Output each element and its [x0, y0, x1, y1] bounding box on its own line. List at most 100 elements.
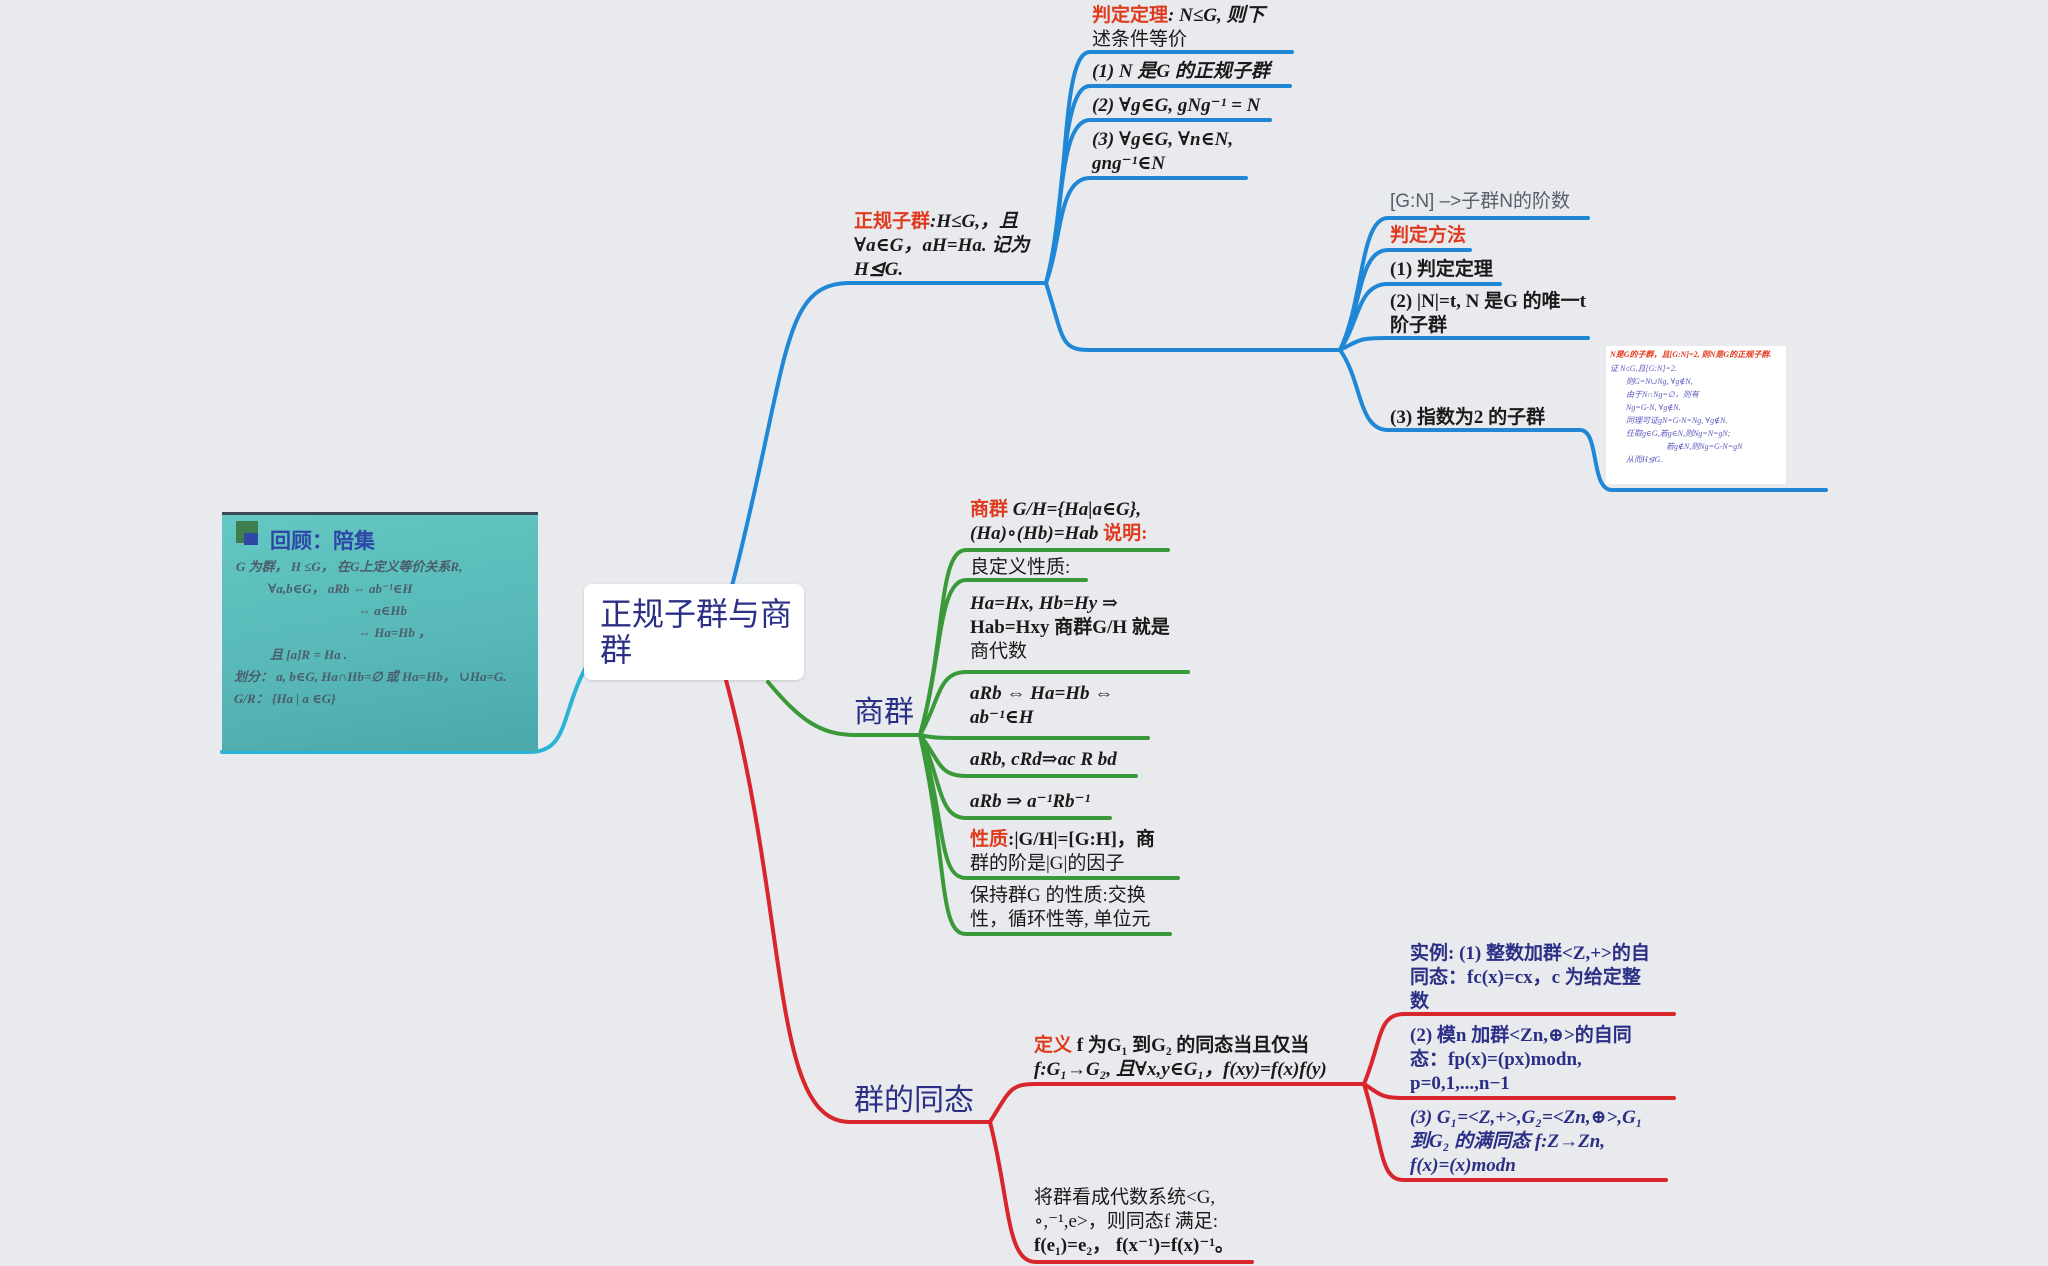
theorem-text-b: 述条件等价: [1092, 29, 1188, 50]
quotient-def-note: 说明:: [1103, 523, 1148, 544]
well-defined-detail[interactable]: Ha=Hx, Hb=Hy ⇒ Hab=Hxy 商群G/H 就是 商代数: [970, 592, 1170, 664]
connector-center-to-quotient: [766, 680, 922, 737]
ex3-a: (3) G₁=<Z,+>,G₂=<Zn,⊕>,G₁: [1410, 1107, 1643, 1128]
connector-method-2: [1338, 336, 1590, 352]
normal-subgroup-def-a: :H≤G,，且: [930, 211, 1019, 232]
relation-1-a: aRb ⇔ Ha=Hb ⇔: [970, 683, 1114, 704]
wd-line-a: Ha=Hx, Hb=Hy ⇒: [970, 593, 1118, 614]
connector-quotient-keep: [918, 733, 1172, 936]
method-label[interactable]: 判定方法: [1390, 225, 1467, 246]
homomorphism-example-1[interactable]: 实例: (1) 整数加群<Z,+>的自 同态：fc(x)=cx，c 为给定整 数: [1410, 942, 1650, 1014]
relation-3[interactable]: aRb ⇒ a⁻¹Rb⁻¹: [970, 791, 1091, 812]
quotient-def-label: 商群: [970, 499, 1009, 520]
method-1[interactable]: (1) 判定定理: [1390, 259, 1493, 280]
theorem-cond3-a: (3) ∀g∈G, ∀n∈N,: [1092, 129, 1234, 150]
homomorphism-def[interactable]: 定义 f 为G₁ 到G₂ 的同态当且仅当 f:G₁→G₂, 且∀x,y∈G₁，f…: [1034, 1034, 1327, 1082]
relation-2[interactable]: aRb, cRd⇒ac R bd: [970, 749, 1117, 770]
connector-quotient-wd2: [918, 670, 1190, 737]
ex3-b: 到G₂ 的满同态 f:Z→Zn,: [1410, 1131, 1606, 1152]
theorem-cond2[interactable]: (2) ∀g∈G, gNg⁻¹ = N: [1092, 95, 1261, 116]
photo-line: 划分： a, b∈G, Ha∩Hb=∅ 或 Ha=Hb， ∪Ha=G.: [234, 669, 507, 684]
preserve-a: 保持群G 的性质:交换: [970, 885, 1146, 906]
theorem-text-a: : N≤G, 则下: [1168, 5, 1265, 26]
homomorphism-def-label: 定义: [1034, 1035, 1073, 1056]
central-topic-label: 正规子群与商群: [600, 596, 793, 668]
theorem-cond3-b: gng⁻¹∈N: [1092, 153, 1166, 174]
quotient-def-b: (Ha)∘(Hb)=Hab: [970, 523, 1099, 544]
connector-center-to-photo: [220, 658, 592, 754]
quotient-property-b: 群的阶是|G|的因子: [970, 853, 1125, 874]
ex2-b: 态：fp(x)=(px)modn,: [1410, 1049, 1582, 1070]
alg-b: ∘,⁻¹,e>，则同态f 满足:: [1034, 1211, 1219, 1232]
homomorphism-def-b: f:G₁→G₂, 且∀x,y∈G₁，f(xy)=f(x)f(y): [1034, 1059, 1327, 1080]
thumb-line: 同理可证gN=G-N=Ng, ∀g∉N.: [1626, 416, 1728, 425]
quotient-property-label: 性质: [970, 829, 1009, 850]
wd-line-c: 商代数: [970, 641, 1028, 662]
theorem-cond1[interactable]: (1) N 是G 的正规子群: [1092, 61, 1270, 82]
connector-hom-ex2: [1362, 1082, 1676, 1100]
quotient-property[interactable]: 性质:|G/H|=[G:H]，商 群的阶是|G|的因子: [970, 828, 1155, 876]
connector-quotient-prop: [918, 733, 1180, 880]
connector-hom-ex1: [1362, 1012, 1676, 1086]
relation-1-b: ab⁻¹∈H: [970, 707, 1034, 728]
method-2[interactable]: (2) |N|=t, N 是G 的唯一t 阶子群: [1390, 290, 1586, 338]
thumb-title: N是G的子群，且[G:N]=2, 则N是G的正规子群.: [1610, 350, 1772, 359]
connector-center-to-homomorphism: [724, 678, 992, 1124]
connector-hom-def: [988, 1082, 1366, 1124]
quotient-group-node[interactable]: 商群: [854, 696, 914, 729]
photo-line: G 为群， H ≤G， 在G上定义等价关系R,: [236, 559, 463, 574]
connector-quotient-rel1: [918, 733, 1150, 740]
homomorphism-def-a: f 为G₁ 到G₂ 的同态当且仅当: [1072, 1035, 1310, 1056]
slide-bullet-icon-inner: [244, 533, 258, 545]
relation-1[interactable]: aRb ⇔ Ha=Hb ⇔ ab⁻¹∈H: [970, 682, 1113, 730]
central-topic[interactable]: 正规子群与商群: [584, 584, 804, 680]
connector-normal-to-method: [1044, 281, 1342, 352]
connector-quotient-wd: [918, 578, 1088, 737]
well-defined-label[interactable]: 良定义性质:: [970, 557, 1071, 578]
photo-line: ⇔ Ha=Hb ，: [358, 625, 432, 640]
homomorphism-example-3[interactable]: (3) G₁=<Z,+>,G₂=<Zn,⊕>,G₁ 到G₂ 的满同态 f:Z→Z…: [1410, 1106, 1642, 1178]
connector-quotient-rel3: [918, 733, 1112, 820]
alg-c: f(e₁)=e₂， f(x⁻¹)=f(x)⁻¹。: [1034, 1235, 1235, 1256]
homomorphism-example-2[interactable]: (2) 模n 加群<Zn,⊕>的自同 态：fp(x)=(px)modn, p=0…: [1410, 1024, 1632, 1096]
preserve-properties[interactable]: 保持群G 的性质:交换 性，循环性等, 单位元: [970, 884, 1151, 932]
preserve-b: 性，循环性等, 单位元: [970, 909, 1151, 930]
quotient-def[interactable]: 商群 G/H={Ha|a∈G}, (Ha)∘(Hb)=Hab 说明:: [970, 498, 1147, 546]
connector-theorem-cond3: [1044, 176, 1248, 285]
recap-coset-photo: 回顾：陪集 G 为群， H ≤G， 在G上定义等价关系R, ∀a,b∈G， aR…: [222, 512, 538, 751]
ex2-a: (2) 模n 加群<Zn,⊕>的自同: [1410, 1025, 1632, 1046]
photo-line: ∀a,b∈G， aRb ⇔ ab⁻¹∈H: [268, 581, 413, 596]
thumb-line: 若g∉N,则Ng=G-N=gN: [1666, 442, 1743, 451]
quotient-property-a: :|G/H|=[G:H]，商: [1008, 829, 1155, 850]
connector-center-to-normal-subgroup: [730, 281, 1048, 588]
theorem-label: 判定定理: [1092, 5, 1169, 26]
homomorphism-node[interactable]: 群的同态: [854, 1084, 974, 1117]
ex2-c: p=0,1,...,n−1: [1410, 1073, 1510, 1094]
connector-method-1: [1338, 282, 1502, 352]
index-note[interactable]: [G:N] –>子群N的阶数: [1390, 191, 1570, 212]
photo-line: 且 [a]R = Ha .: [270, 647, 348, 662]
thumb-line: 则G=N∪Ng, ∀g∉N,: [1626, 377, 1693, 386]
ex1-b: 同态：fc(x)=cx，c 为给定整: [1410, 967, 1641, 988]
photo-line: G/R： {Ha | a ∈G}: [234, 691, 336, 706]
connector-method-3: [1338, 348, 1828, 492]
normal-subgroup-def-b: ∀a∈G，aH=Ha. 记为: [854, 235, 1030, 256]
thumb-line: 由于N∩Ng=∅，则有: [1626, 390, 1699, 399]
alg-a: 将群看成代数系统<G,: [1034, 1187, 1216, 1208]
quotient-def-a: G/H={Ha|a∈G},: [1008, 499, 1142, 520]
normal-subgroup-node[interactable]: 正规子群:H≤G,，且 ∀a∈G，aH=Ha. 记为 H⊴G.: [854, 210, 1029, 282]
connector-hom-alg: [988, 1120, 1254, 1264]
thumb-line: Ng=G-N, ∀g∉N.: [1626, 403, 1681, 412]
thumb-line: 任取g∈G,若g∈N,则Ng=N=gN;: [1626, 429, 1731, 438]
method-3[interactable]: (3) 指数为2 的子群: [1390, 407, 1546, 428]
ex1-a: 实例: (1) 整数加群<Z,+>的自: [1410, 943, 1650, 964]
method-2-b: 阶子群: [1390, 315, 1448, 336]
theorem-node[interactable]: 判定定理: N≤G, 则下 述条件等价: [1092, 4, 1264, 52]
normal-subgroup-def-c: H⊴G.: [854, 259, 904, 280]
homomorphism-algebra[interactable]: 将群看成代数系统<G, ∘,⁻¹,e>，则同态f 满足: f(e₁)=e₂， f…: [1034, 1186, 1234, 1258]
photo-heading: 回顾：陪集: [270, 530, 375, 553]
normal-subgroup-label: 正规子群: [854, 211, 931, 232]
index-two-proof-thumbnail[interactable]: N是G的子群，且[G:N]=2, 则N是G的正规子群. 证 N≤G,且[G:N]…: [1606, 346, 1786, 484]
theorem-cond3[interactable]: (3) ∀g∈G, ∀n∈N, gng⁻¹∈N: [1092, 128, 1233, 176]
